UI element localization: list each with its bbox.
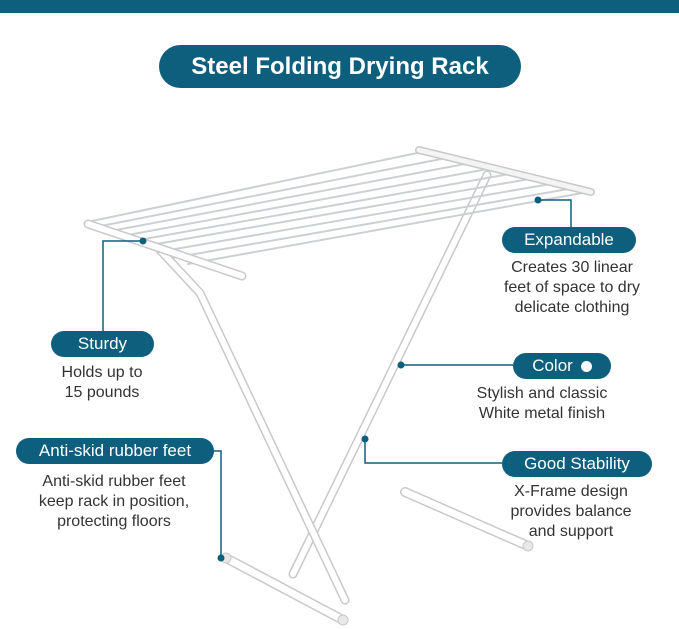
description-line: Holds up to	[61, 364, 143, 381]
description-line: feet of space to dry	[503, 279, 641, 296]
page-title: Steel Folding Drying Rack	[159, 45, 521, 88]
description-line: 15 pounds	[64, 384, 140, 401]
expandable-label: Expandable	[502, 227, 636, 253]
sturdy-label: Sturdy	[51, 331, 154, 357]
stability-description: X-Frame design provides balance and supp…	[490, 482, 652, 542]
stability-label: Good Stability	[502, 451, 652, 477]
description-line: Creates 30 linear	[511, 259, 633, 276]
description-line: Stylish and classic	[476, 385, 608, 402]
anti-skid-description: Anti-skid rubber feet keep rack in posit…	[14, 472, 214, 532]
top-banner-bar	[0, 0, 679, 13]
white-dot-icon	[580, 360, 592, 372]
sturdy-description: Holds up to 15 pounds	[27, 363, 177, 403]
description-line: White metal finish	[478, 405, 606, 422]
color-description: Stylish and classic White metal finish	[457, 384, 627, 424]
color-label-text: Color	[532, 356, 573, 375]
description-line: keep rack in position,	[38, 493, 190, 510]
description-line: Anti-skid rubber feet	[42, 473, 186, 490]
description-line: and support	[528, 523, 614, 540]
description-line: X-Frame design	[514, 483, 628, 500]
color-label: Color	[513, 353, 611, 379]
description-line: provides balance	[510, 503, 632, 520]
description-line: protecting floors	[57, 513, 171, 530]
expandable-description: Creates 30 linear feet of space to dry d…	[472, 258, 672, 318]
anti-skid-label: Anti-skid rubber feet	[16, 438, 214, 464]
description-line: delicate clothing	[514, 299, 630, 316]
